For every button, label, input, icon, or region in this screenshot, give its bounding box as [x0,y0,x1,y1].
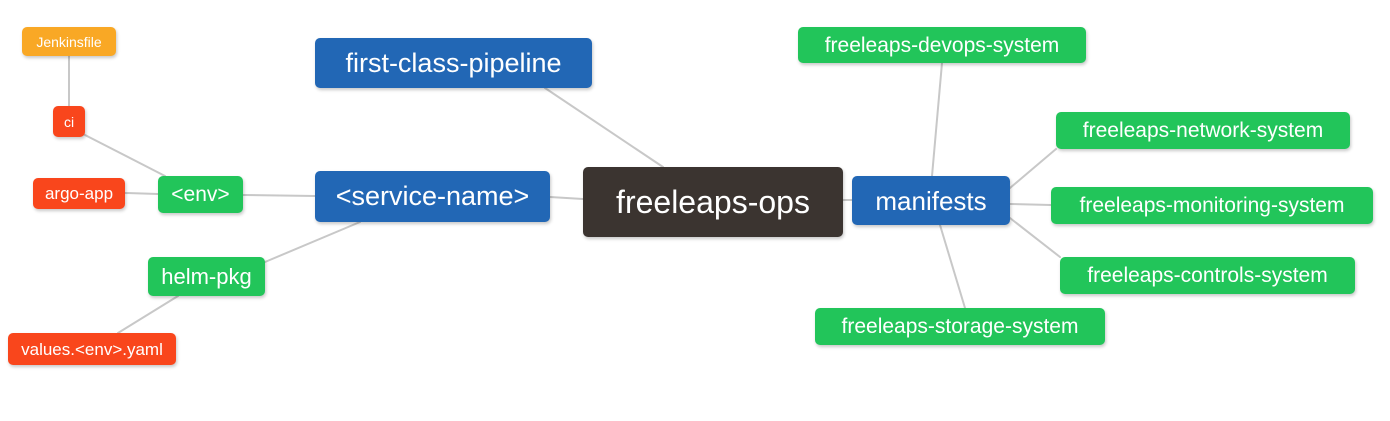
node-freeleaps-monitoring-system[interactable]: freeleaps-monitoring-system [1051,187,1373,224]
node-freeleaps-devops-system[interactable]: freeleaps-devops-system [798,27,1086,63]
node-freeleaps-network-system[interactable]: freeleaps-network-system [1056,112,1350,149]
node-freeleaps-controls-system[interactable]: freeleaps-controls-system [1060,257,1355,294]
edge-freeleaps-ops-to-first-class-pipeline [544,87,664,168]
node-manifests[interactable]: manifests [852,176,1010,225]
node-values-env-yaml[interactable]: values.<env>.yaml [8,333,176,365]
node-freeleaps-ops[interactable]: freeleaps-ops [583,167,843,237]
edge-manifests-to-freeleaps-network-system [1009,148,1057,189]
edge-env-to-ci [84,134,166,177]
edge-manifests-to-freeleaps-devops-system [931,62,943,177]
node-ci[interactable]: ci [53,106,85,137]
node-first-class-pipeline[interactable]: first-class-pipeline [315,38,592,88]
edge-manifests-to-freeleaps-storage-system [939,224,966,309]
edge-freeleaps-ops-to-service-name [549,196,584,200]
edge-env-to-argo-app [124,192,159,195]
node-argo-app[interactable]: argo-app [33,178,125,209]
edge-manifests-to-freeleaps-monitoring-system [1009,203,1052,206]
node-freeleaps-storage-system[interactable]: freeleaps-storage-system [815,308,1105,345]
edge-service-name-to-helm-pkg [264,221,361,263]
node-env[interactable]: <env> [158,176,243,213]
edge-service-name-to-env [242,194,316,197]
edge-helm-pkg-to-values-env-yaml [117,295,179,334]
edge-manifests-to-freeleaps-controls-system [1009,217,1061,258]
node-helm-pkg[interactable]: helm-pkg [148,257,265,296]
node-service-name[interactable]: <service-name> [315,171,550,222]
node-jenkinsfile[interactable]: Jenkinsfile [22,27,116,56]
